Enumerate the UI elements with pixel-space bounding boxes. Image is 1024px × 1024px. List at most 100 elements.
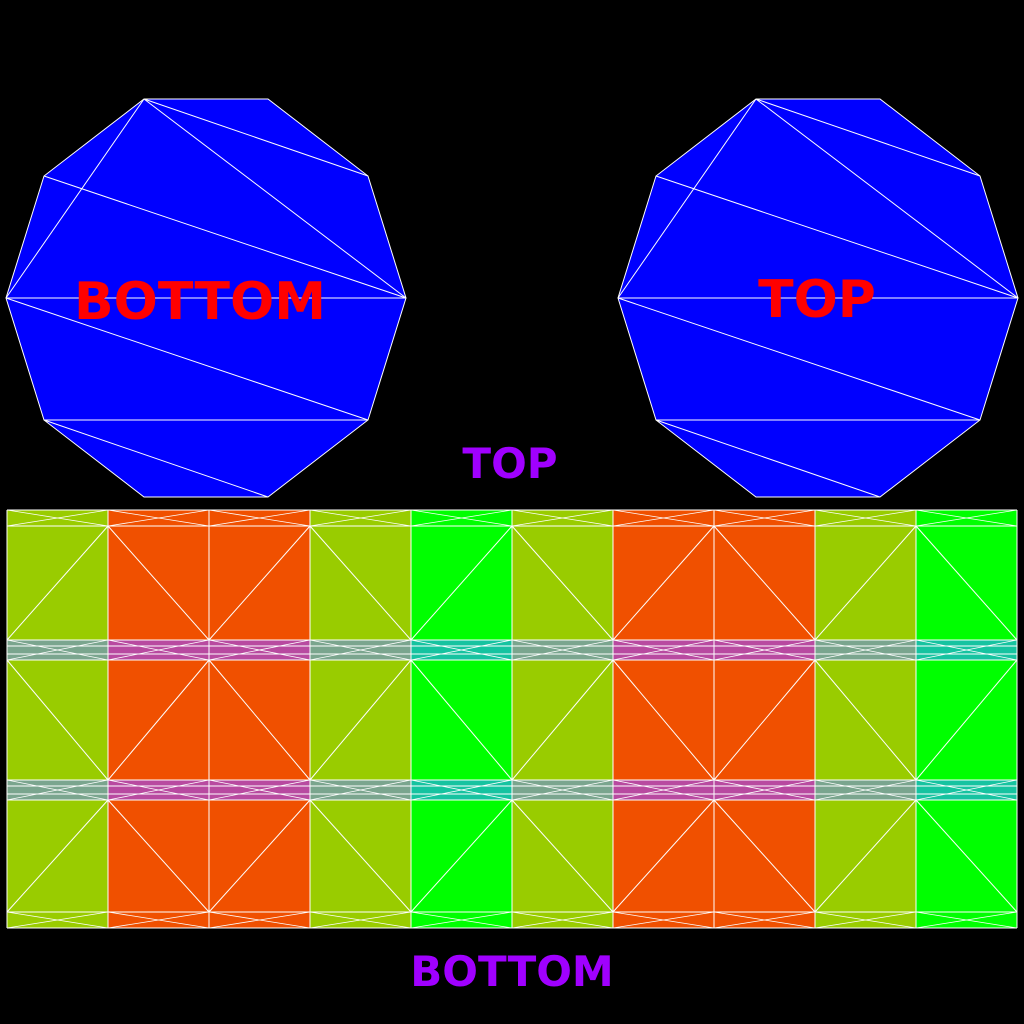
strip-wire-edge [208, 509, 311, 527]
strip-wire-edge [713, 799, 816, 913]
strip-wire-edge [612, 525, 715, 641]
strip-wire-edge [814, 911, 917, 929]
cap-wire-edge [43, 175, 407, 299]
strip-wire-edge [107, 525, 210, 641]
cap-wire-edge [617, 98, 757, 299]
strip-wire-edge [107, 779, 210, 801]
strip-wire-edge [208, 659, 311, 781]
strip-wire-edge [309, 639, 412, 661]
strip-column [613, 510, 714, 928]
strip-wire-edge [107, 509, 210, 527]
strip-column [714, 510, 815, 928]
strip-wire-edge [6, 779, 109, 801]
cap-wire-edge [143, 98, 407, 299]
strip-wire-edge [915, 659, 1018, 781]
bottom-cap-label: BOTTOM [74, 272, 326, 332]
strip-wire-edge [208, 525, 311, 641]
strip-wire-edge [107, 799, 210, 913]
strip-wire-edge [814, 799, 917, 913]
cap-wire-edge [617, 297, 981, 421]
strip-wire-edge [814, 525, 917, 641]
strip-wire-edge [713, 525, 816, 641]
strip-wire-edge [6, 639, 109, 661]
strip-wire-edge [612, 799, 715, 913]
strip-wire-edge [915, 911, 1018, 929]
top-cap-label: TOP [758, 270, 876, 330]
strip-wire-edge [915, 779, 1018, 801]
strip-wire-edge [713, 911, 816, 929]
strip-wire-edge [511, 525, 614, 641]
strip-wire-edge [612, 911, 715, 929]
strip-wire-edge [511, 639, 614, 661]
strip-wire-edge [612, 779, 715, 801]
strip-column [7, 510, 108, 928]
strip-wire-edge [915, 525, 1018, 641]
strip-wire-edge [511, 659, 614, 781]
strip-wire-edge [915, 509, 1018, 527]
cap-wire-edge [43, 419, 269, 498]
strip-wire-edge [208, 911, 311, 929]
strip-column [916, 510, 1017, 928]
strip-wire-edge [309, 799, 412, 913]
strip-wire-edge [511, 799, 614, 913]
bottom-cap-polygon [5, 98, 407, 498]
strip-wire-edge [107, 659, 210, 781]
strip-wire-edge [713, 509, 816, 527]
strip-wire-edge [713, 659, 816, 781]
strip-wire-edge [410, 525, 513, 641]
strip-wire-edge [6, 659, 109, 781]
strip-wire-edge [6, 525, 109, 641]
strip-wire-edge [410, 509, 513, 527]
strip-wire-edge [511, 911, 614, 929]
strip-wire-edge [6, 509, 109, 527]
strip-wire-edge [309, 525, 412, 641]
cap-wire-edge [755, 98, 981, 177]
strip-wire-edge [6, 799, 109, 913]
strip-wire-edge [814, 779, 917, 801]
strip-wire-edge [612, 639, 715, 661]
strip-wire-edge [309, 659, 412, 781]
strip-wire-edge [410, 911, 513, 929]
side-strip [6, 509, 1018, 929]
strip-wire-edge [713, 779, 816, 801]
strip-wire-edge [309, 911, 412, 929]
strip-wire-edge [915, 639, 1018, 661]
strip-wire-edge [208, 639, 311, 661]
strip-wire-edge [713, 639, 816, 661]
strip-wire-edge [511, 509, 614, 527]
strip-wire-edge [410, 659, 513, 781]
strip-column [411, 510, 512, 928]
strip-column [209, 510, 310, 928]
cap-wire-edge [655, 419, 881, 498]
strip-wire-edge [511, 779, 614, 801]
cap-wire-edge [5, 98, 145, 299]
strip-wire-edge [208, 779, 311, 801]
strip-wire-edge [612, 659, 715, 781]
strip-column [815, 510, 916, 928]
strip-wire-edge [814, 509, 917, 527]
strip-wire-edge [814, 639, 917, 661]
strip-column [310, 510, 411, 928]
strip-wire-edge [309, 779, 412, 801]
strip-wire-edge [208, 799, 311, 913]
strip-wire-edge [410, 639, 513, 661]
strip-wire-edge [612, 509, 715, 527]
cap-wire-edge [143, 98, 369, 177]
strip-wire-edge [410, 799, 513, 913]
strip-wire-edge [915, 799, 1018, 913]
strip-column [108, 510, 209, 928]
side-top-label: TOP [462, 439, 557, 488]
strip-wire-edge [410, 779, 513, 801]
strip-wire-edge [309, 509, 412, 527]
top-cap-polygon [617, 98, 1019, 498]
cap-wire-edge [655, 175, 1019, 299]
side-bottom-label: BOTTOM [410, 947, 613, 996]
cap-wire-edge [5, 297, 369, 421]
strip-column [512, 510, 613, 928]
strip-wire-edge [107, 639, 210, 661]
strip-wire-edge [814, 659, 917, 781]
cap-wire-edge [755, 98, 1019, 299]
strip-wire-edge [107, 911, 210, 929]
strip-wire-edge [6, 911, 109, 929]
